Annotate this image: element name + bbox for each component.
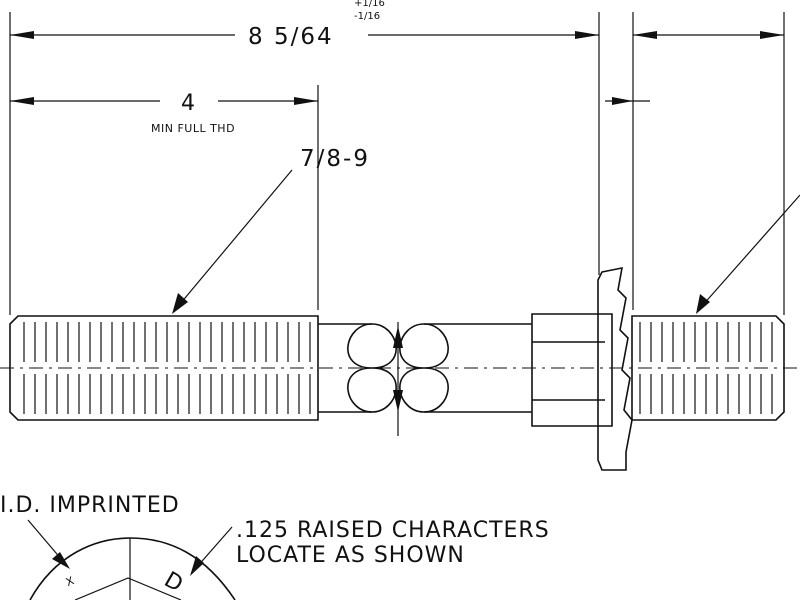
id-note-label: I.D. IMPRINTED xyxy=(0,493,180,518)
right-thread-ticks xyxy=(639,322,773,414)
thread-length-label: 4 xyxy=(181,91,196,116)
head-mark-left: X xyxy=(64,574,76,589)
head-section xyxy=(531,266,633,471)
head-end-view xyxy=(27,519,236,600)
overall-length-label: 8 5/64 xyxy=(248,24,334,50)
left-thread-ticks xyxy=(23,322,311,414)
thread-size-leader xyxy=(172,169,800,314)
tolerance-minus-label: -1/16 xyxy=(354,11,380,22)
left-thread-section xyxy=(9,315,319,421)
raised-characters-line1: .125 RAISED CHARACTERS xyxy=(236,518,550,543)
thread-length-dimension xyxy=(10,97,650,105)
right-thread-section xyxy=(631,315,785,421)
thread-note-label: MIN FULL THD xyxy=(151,122,235,135)
raised-characters-line2: LOCATE AS SHOWN xyxy=(236,543,465,568)
tolerance-plus-label: +1/16 xyxy=(354,0,385,9)
shank-section xyxy=(318,322,532,436)
overall-length-dimension xyxy=(10,31,784,39)
extension-lines xyxy=(9,12,785,315)
thread-size-label: 7/8-9 xyxy=(300,146,370,172)
